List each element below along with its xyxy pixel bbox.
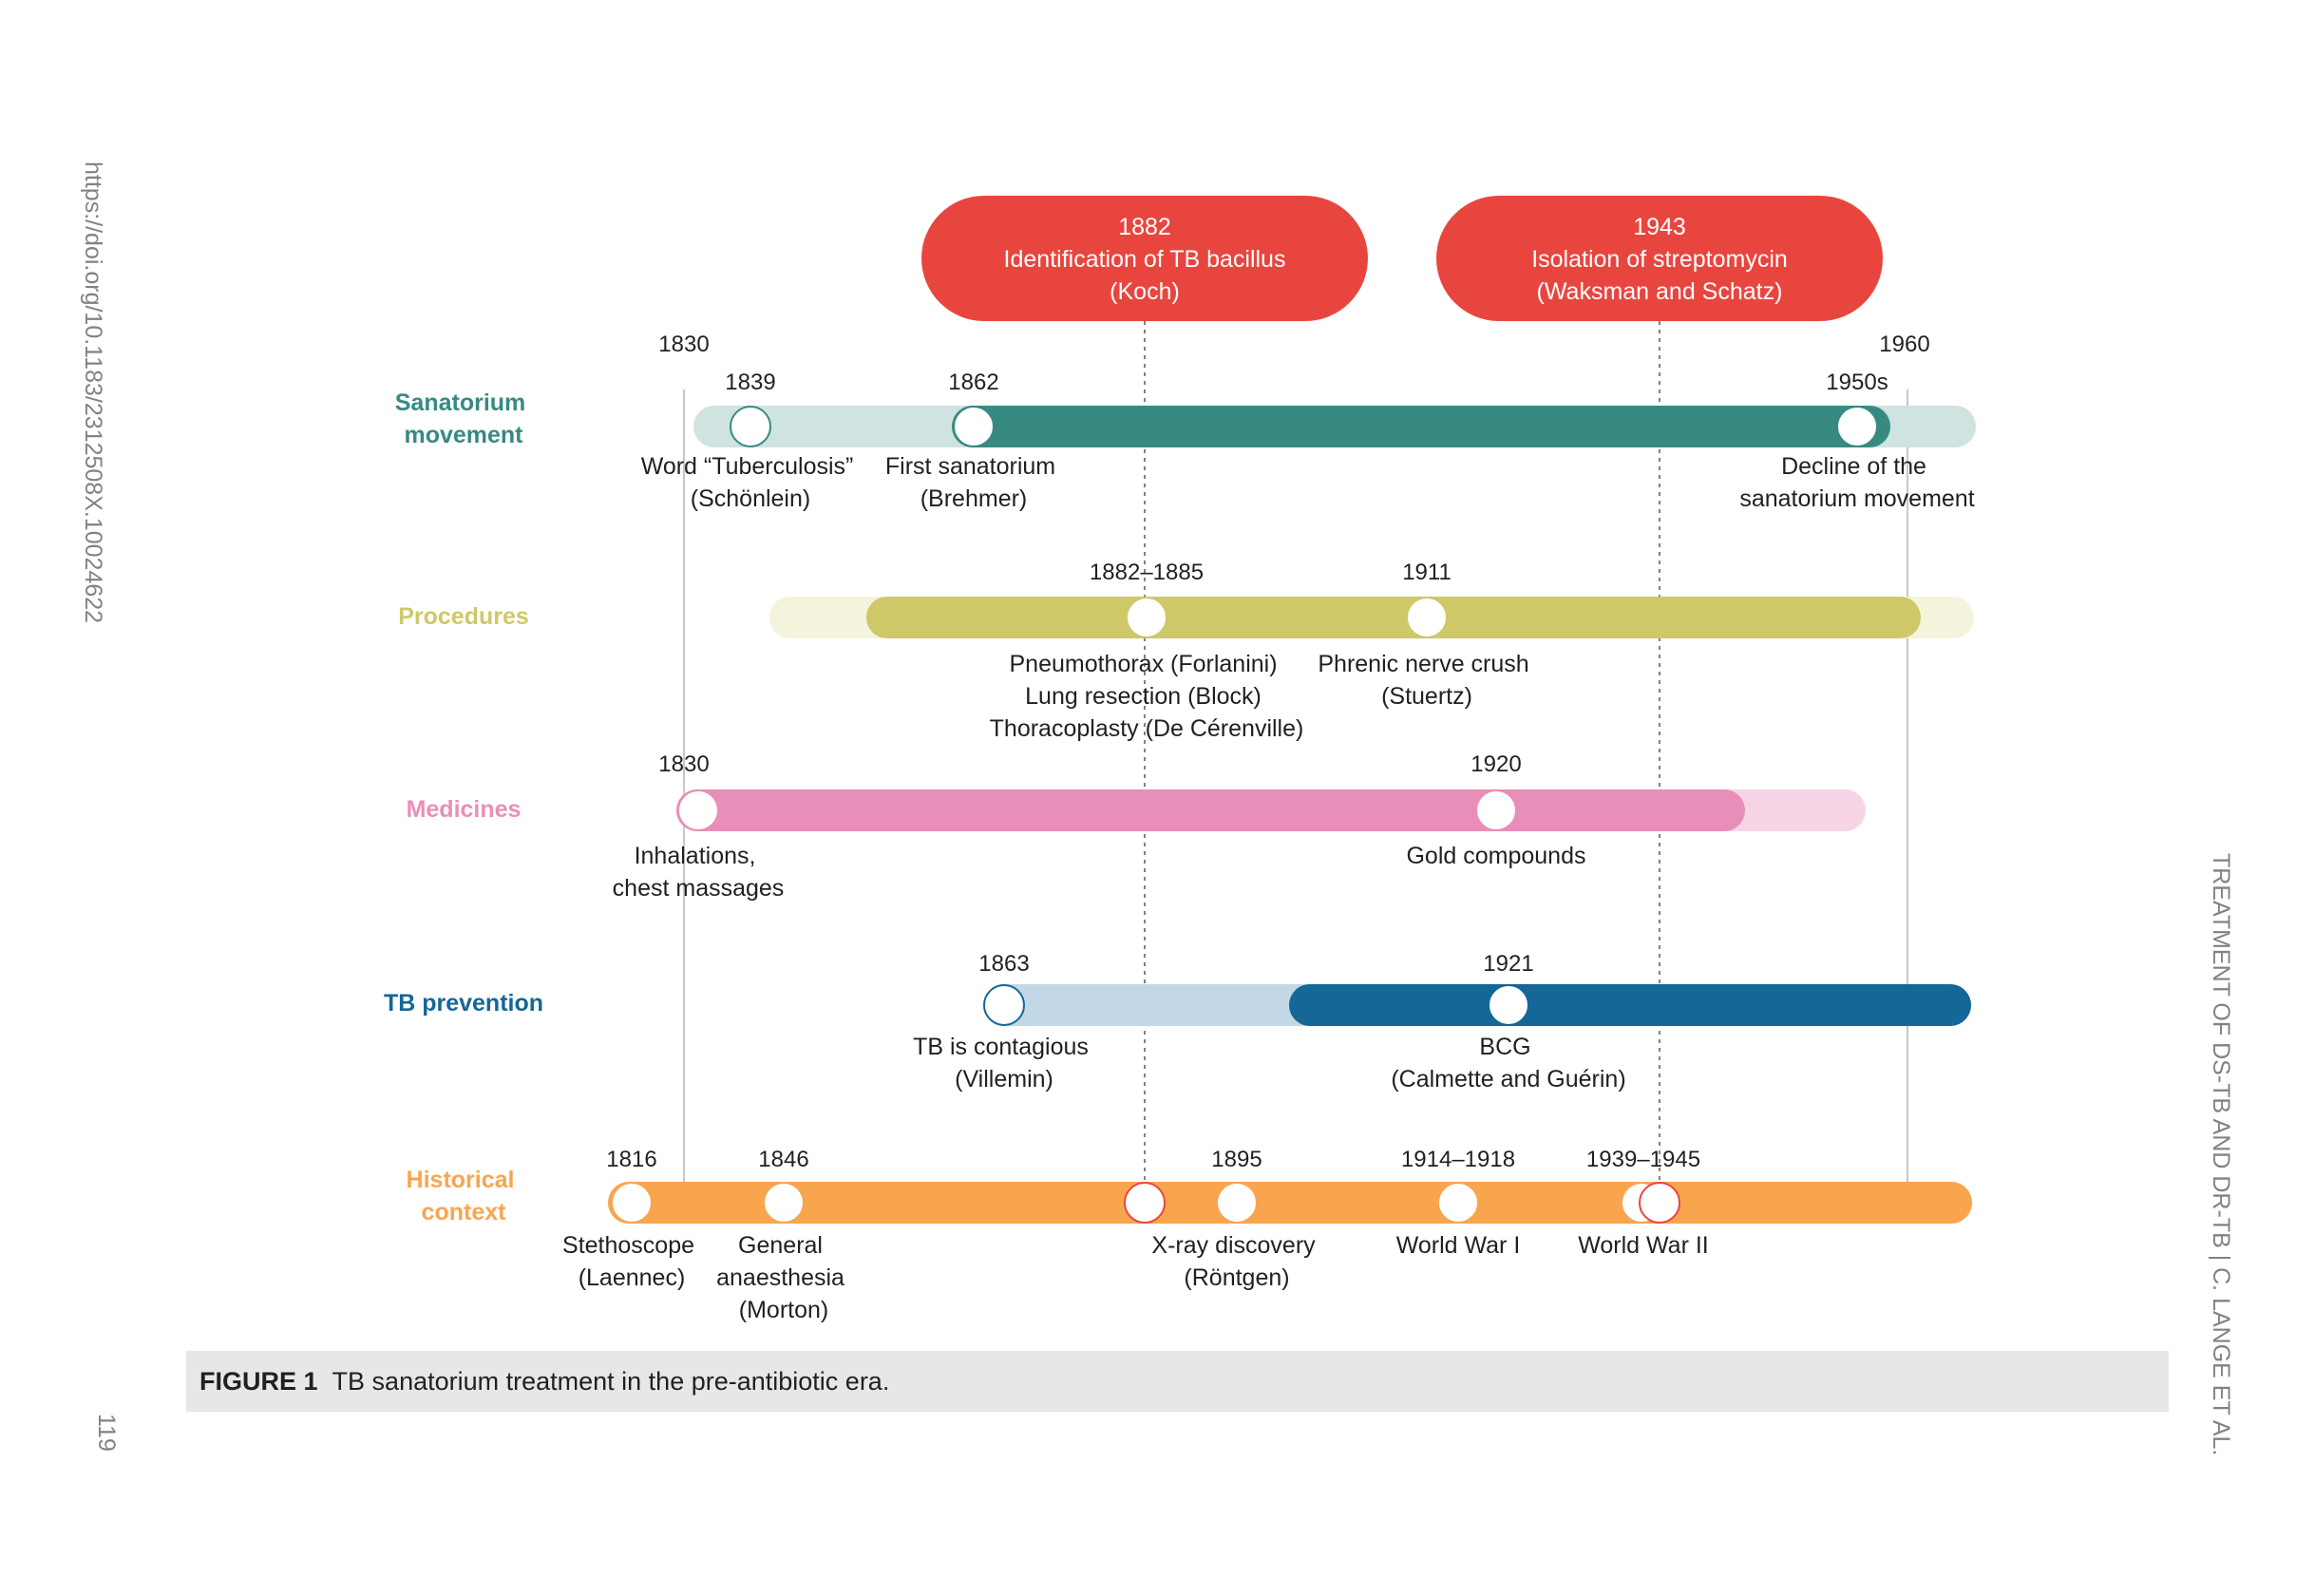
- event-marker: [677, 789, 719, 831]
- event-1816: 1816 Stethoscope (Laennec): [562, 1147, 701, 1291]
- highlight-marker-1882: [1124, 1182, 1166, 1224]
- event-description: Inhalations, chest massages: [613, 843, 785, 902]
- event-1920: 1920 Gold compounds: [1406, 751, 1585, 869]
- event-1921: 1921 BCG (Calmette and Guérin): [1391, 951, 1625, 1092]
- highlight-koch: 1882 Identification of TB bacillus (Koch…: [921, 196, 1368, 321]
- event-marker: [1437, 1182, 1479, 1224]
- row-sanatorium-movement: Sanatorium movement 1839 Word “Tuberculo…: [395, 370, 1976, 512]
- row-procedures: Procedures 1882–1885 Pneumothorax (Forla…: [398, 560, 1974, 742]
- event-1839: 1839 Word “Tuberculosis” (Schönlein): [641, 370, 861, 512]
- event-year: 1939–1945: [1586, 1147, 1700, 1172]
- event-year: 1911: [1402, 560, 1452, 585]
- row-label: Sanatorium movement: [395, 390, 532, 448]
- event-description: X-ray discovery (Röntgen): [1151, 1232, 1321, 1291]
- bar-active: [866, 597, 1921, 638]
- event-marker: [1126, 597, 1167, 638]
- page-number: 119: [93, 1414, 120, 1452]
- highlight-streptomycin: 1943 Isolation of streptomycin (Waksman …: [1436, 196, 1883, 321]
- highlight-year: 1943: [1633, 214, 1686, 240]
- event-year: 1862: [948, 370, 998, 395]
- event-marker: [1216, 1182, 1258, 1224]
- row-historical-context: Historical context 1816 Stethoscope (Lae…: [407, 1147, 1972, 1323]
- event-year: 1950s: [1826, 370, 1888, 395]
- highlight-title: Isolation of streptomycin: [1531, 246, 1788, 273]
- event-description: Gold compounds: [1406, 843, 1585, 869]
- event-1846: 1846 General anaesthesia (Morton): [716, 1147, 851, 1323]
- event-1882-1885: 1882–1885 Pneumothorax (Forlanini) Lung …: [990, 560, 1304, 742]
- figure-caption: FIGURE 1 TB sanatorium treatment in the …: [186, 1351, 2169, 1412]
- bar-active: [608, 1182, 1972, 1224]
- event-marker: [953, 406, 995, 447]
- event-year: 1914–1918: [1401, 1147, 1515, 1172]
- event-description: World War II: [1578, 1232, 1709, 1259]
- event-marker: [1836, 406, 1878, 447]
- doi-link[interactable]: https://doi.org/10.1183/2312508X.1002462…: [80, 162, 106, 624]
- event-marker: [730, 406, 771, 447]
- event-description: General anaesthesia (Morton): [716, 1232, 851, 1323]
- running-head: TREATMENT OF DS-TB AND DR-TB | C. LANGE …: [2208, 853, 2234, 1456]
- row-label: Historical context: [407, 1167, 522, 1226]
- bar-active: [676, 789, 1745, 831]
- event-year: 1839: [725, 370, 775, 395]
- event-marker: [983, 984, 1025, 1026]
- event-year: 1920: [1471, 751, 1521, 777]
- row-label: TB prevention: [384, 990, 543, 1016]
- axis-end-year: 1960: [1879, 332, 1929, 357]
- event-marker: [1406, 597, 1448, 638]
- event-year: 1816: [606, 1147, 656, 1172]
- event-marker: [763, 1182, 805, 1224]
- event-1950s: 1950s Decline of the sanatorium movement: [1739, 370, 1974, 512]
- event-marker: [1488, 984, 1529, 1026]
- event-year: 1895: [1211, 1147, 1262, 1172]
- highlight-pill: [1436, 196, 1883, 321]
- event-description: Phrenic nerve crush (Stuertz): [1318, 651, 1535, 710]
- event-year: 1846: [758, 1147, 808, 1172]
- caption-label: FIGURE 1: [199, 1367, 318, 1396]
- event-year: 1863: [978, 951, 1029, 977]
- event-1914-1918: 1914–1918 World War I: [1396, 1147, 1521, 1259]
- row-label: Medicines: [407, 796, 522, 823]
- row-label: Procedures: [398, 603, 529, 630]
- event-year: 1921: [1483, 951, 1533, 977]
- row-tb-prevention: TB prevention 1863 TB is contagious (Vil…: [384, 951, 1971, 1092]
- bar-active: [952, 406, 1890, 447]
- event-description: TB is contagious (Villemin): [913, 1034, 1095, 1092]
- highlight-subtitle: (Koch): [1110, 278, 1180, 305]
- event-marker: [611, 1182, 653, 1224]
- event-description: World War I: [1396, 1232, 1521, 1259]
- event-description: Stethoscope (Laennec): [562, 1232, 701, 1291]
- event-description: First sanatorium (Brehmer): [885, 453, 1062, 512]
- event-year: 1830: [658, 751, 709, 777]
- event-marker: [1475, 789, 1517, 831]
- event-description: Decline of the sanatorium movement: [1739, 453, 1974, 512]
- highlight-year: 1882: [1118, 214, 1171, 240]
- event-1863: 1863 TB is contagious (Villemin): [913, 951, 1095, 1092]
- highlight-pill: [921, 196, 1368, 321]
- highlight-subtitle: (Waksman and Schatz): [1537, 278, 1783, 305]
- event-1895: 1895 X-ray discovery (Röntgen): [1151, 1147, 1321, 1291]
- axis-start-year: 1830: [658, 332, 709, 357]
- event-description: BCG (Calmette and Guérin): [1391, 1034, 1625, 1092]
- event-year: 1882–1885: [1090, 560, 1204, 585]
- event-1862: 1862 First sanatorium (Brehmer): [885, 370, 1062, 512]
- caption-text: FIGURE 1 TB sanatorium treatment in the …: [199, 1367, 889, 1396]
- caption-body: TB sanatorium treatment in the pre-antib…: [332, 1367, 890, 1396]
- event-1939-1945: 1939–1945 World War II: [1578, 1147, 1709, 1259]
- event-1911: 1911 Phrenic nerve crush (Stuertz): [1318, 560, 1535, 710]
- row-medicines: Medicines 1830 Inhalations, chest massag…: [407, 751, 1866, 902]
- highlight-title: Identification of TB bacillus: [1004, 246, 1286, 273]
- bar-active: [1289, 984, 1971, 1026]
- event-1830: 1830 Inhalations, chest massages: [613, 751, 785, 902]
- event-description: Word “Tuberculosis” (Schönlein): [641, 453, 861, 512]
- highlight-marker-1943: [1639, 1182, 1680, 1224]
- event-description: Pneumothorax (Forlanini) Lung resection …: [990, 651, 1304, 742]
